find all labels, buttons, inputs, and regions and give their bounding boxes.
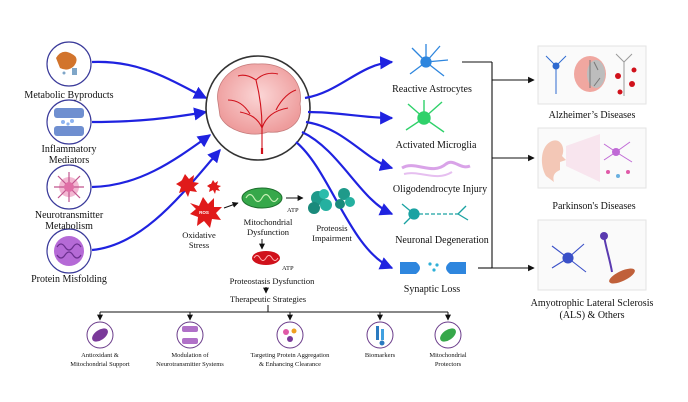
label-oxidative-line1: Oxidative <box>182 230 216 240</box>
synapse-icon <box>400 262 466 274</box>
strategy-icon-mito-protectors <box>434 321 462 349</box>
als-panel <box>537 219 647 291</box>
label-mito-line2: Dysfunction <box>247 227 290 237</box>
axon-muscle-icon <box>600 232 635 284</box>
disease-label-alzheimers: Alzheimer’s Diseases <box>549 110 636 121</box>
ros-tag: ROS <box>199 210 209 215</box>
label-neurotransmitter-line2: Metabolism <box>45 221 93 232</box>
neuron-icon <box>401 203 469 225</box>
proteostasis-atp-tag: ATP <box>282 265 294 272</box>
strategy-label-biomarkers: Biomarkers <box>365 352 396 359</box>
strategy-label-mito-line2: Protectors <box>435 361 462 368</box>
strategy-label-neuro-line1: Modulation of <box>171 352 209 359</box>
disease-label-als-line2: (ALS) & Others <box>560 310 625 321</box>
input-arrows <box>91 60 221 252</box>
arrow-protein-misfolding <box>91 149 221 252</box>
outcome-label-astrocytes: Reactive Astrocytes <box>392 84 472 95</box>
label-metabolic-byproducts: Metabolic Byproducts <box>24 90 113 101</box>
label-inflammatory-line2: Mediators <box>49 155 90 166</box>
disease-connectors <box>462 61 535 272</box>
label-proteosis-line2: Impairment <box>312 233 352 243</box>
brain-vessels <box>227 72 297 154</box>
mitochondria-icon: ATP <box>241 187 299 214</box>
strategy-icon-antioxidant <box>86 321 114 349</box>
label-therapeutic: Therapeutic Strategies <box>230 294 306 304</box>
neurotransmitter-metabolism-icon <box>46 164 92 210</box>
label-neurotransmitter-line1: Neurotransmitter <box>35 210 104 221</box>
strategy-icon-neurotransmitter <box>176 321 204 349</box>
head-profile-icon <box>541 140 566 182</box>
alzheimers-panel <box>537 45 647 105</box>
strategy-label-aggregation-line2: & Enhancing Clearance <box>259 361 321 368</box>
amyloid-neuron-icon <box>615 53 637 96</box>
mitochondria-small-icon: ATP <box>252 251 294 272</box>
arrow-neurotransmitter <box>91 134 212 189</box>
label-mito-line1: Mitochondrial <box>244 217 293 227</box>
outcome-label-synaptic: Synaptic Loss <box>404 284 460 295</box>
microglia-icon <box>405 100 445 133</box>
label-proteosis-line1: Proteosis <box>316 223 347 233</box>
parkinsons-neuron-icon <box>603 141 633 178</box>
inflammatory-mediators-icon <box>46 99 92 145</box>
strategy-label-mito-line1: Mitochondrial <box>429 352 466 359</box>
strategy-tree <box>97 305 451 321</box>
arrow-astrocytes <box>304 56 394 100</box>
outcome-label-oligodendrocyte: Oligodendrocyte Injury <box>393 184 487 195</box>
metabolic-byproducts-icon <box>46 41 92 87</box>
zoom-cone <box>566 134 600 182</box>
arrow-microglia <box>307 110 394 125</box>
strategy-icon-aggregation <box>276 321 304 349</box>
strategy-label-antioxidant-line2: Mitochondrial Support <box>70 361 130 368</box>
oligodendrocyte-icon <box>401 160 471 177</box>
label-inflammatory-line1: Inflammatory <box>42 144 97 155</box>
arrow-neuronal <box>301 131 394 216</box>
astrocyte-icon <box>409 44 449 77</box>
strategy-label-antioxidant-line1: Antioxidant & <box>81 352 119 359</box>
parkinsons-panel <box>537 127 647 189</box>
mito-atp-tag: ATP <box>287 207 299 214</box>
arrow-metabolic <box>91 60 208 99</box>
brain-section-icon <box>574 56 606 92</box>
label-oxidative-line2: Stress <box>189 240 209 250</box>
brain-icon <box>217 63 301 135</box>
protein-aggregate-icon <box>308 188 355 214</box>
disease-label-parkinsons: Parkinson's Diseases <box>552 201 635 212</box>
outcome-label-neuronal: Neuronal Degeneration <box>395 235 489 246</box>
outcome-label-microglia: Activated Microglia <box>396 140 477 151</box>
brain-circle <box>205 55 311 161</box>
strategy-icon-biomarkers <box>366 321 394 349</box>
arrow-inflammatory <box>91 107 208 124</box>
strategy-label-neuro-line2: Neurotransmitter Systems <box>156 361 224 368</box>
arrow-oligodendrocyte <box>305 120 394 171</box>
protein-misfolding-icon <box>46 228 92 274</box>
ros-icon: ROS <box>176 174 222 228</box>
strategy-label-aggregation-line1: Targeting Protein Aggregation <box>251 352 331 359</box>
label-protein-misfolding: Protein Misfolding <box>31 274 107 285</box>
label-proteostasis: Proteostasis Dysfunction <box>230 276 316 286</box>
disease-label-als-line1: Amyotrophic Lateral Sclerosis <box>531 298 654 309</box>
motor-neuron-icon <box>551 243 587 273</box>
alzheimers-neuron-icon <box>545 55 567 94</box>
arrow-ros-to-mito <box>223 201 239 209</box>
